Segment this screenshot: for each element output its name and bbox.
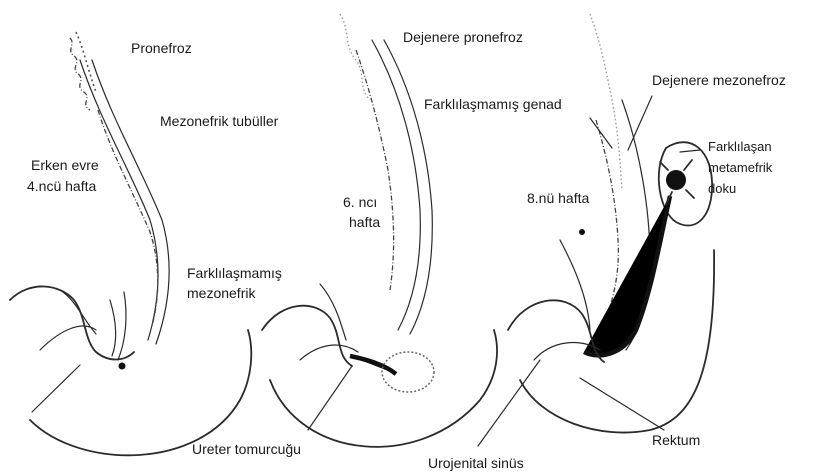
leader-panel-2 <box>308 366 352 430</box>
label-dejenere-mezonefroz: Dejenere mezonefroz <box>652 72 786 89</box>
leader-urojenital <box>478 360 540 446</box>
leader-dejenere-mezonefroz <box>628 96 652 150</box>
mesonephros-coils-6 <box>356 50 394 290</box>
label-mezonefrik-tubuller: Mezonefrik tubüller <box>160 113 278 130</box>
mesonephric-duct-outer <box>80 60 158 340</box>
label-farklilasmamis: Farklılaşmamış <box>187 265 282 282</box>
label-farklilasan: Farklılaşan <box>708 138 772 155</box>
leader-genad <box>590 118 612 148</box>
label-hafta-6b: hafta <box>349 214 380 231</box>
label-erken-evre: Erken evre <box>31 157 99 174</box>
label-metamefrik: metamefrik <box>708 159 772 176</box>
body-wall-arc <box>30 330 251 455</box>
collecting-system <box>666 170 686 190</box>
ureter-8 <box>584 196 670 355</box>
label-hafta-4: 4.ncü hafta <box>27 178 96 195</box>
label-rektum: Rektum <box>652 432 700 449</box>
label-hafta-8: 8.nü hafta <box>527 190 589 207</box>
label-pronefroz: Pronefroz <box>131 40 192 57</box>
ureteric-bud-dot <box>119 363 126 370</box>
leader-farklilasan <box>680 150 700 152</box>
label-mezonefrik: mezonefrik <box>187 285 255 302</box>
ureter-6 <box>350 356 396 374</box>
body-wall-arc-6 <box>270 330 497 447</box>
genital-dot <box>579 229 585 235</box>
label-urojenital-sinus: Urojenital sinüs <box>428 455 524 472</box>
mesonephros-coils-8 <box>596 120 618 322</box>
label-hafta-6a: 6. ncı <box>343 194 377 211</box>
urogenital-6 <box>300 284 358 360</box>
label-farklilasmamis-genad: Farklılaşmamış genad <box>424 96 562 113</box>
pronephros-coils <box>70 38 90 110</box>
panel-week-4 <box>10 32 251 455</box>
hindgut <box>110 292 126 360</box>
leader-rektum <box>580 378 664 430</box>
label-doku: doku <box>708 180 736 197</box>
mesonephric-duct-inner <box>92 60 169 344</box>
duct-inner-6 <box>384 40 432 334</box>
duct-outer-6 <box>372 40 420 330</box>
degenerate-pronephros <box>340 14 370 100</box>
degenerate-mesonephros <box>590 14 622 190</box>
label-dejenere-pronefroz: Dejenere pronefroz <box>403 29 523 46</box>
leader-panel-1 <box>32 365 80 412</box>
cloaca-inner <box>40 290 96 350</box>
label-ureter-tomurcugu: Ureter tomurcuğu <box>192 441 301 458</box>
cloaca-outline-6 <box>262 306 352 366</box>
